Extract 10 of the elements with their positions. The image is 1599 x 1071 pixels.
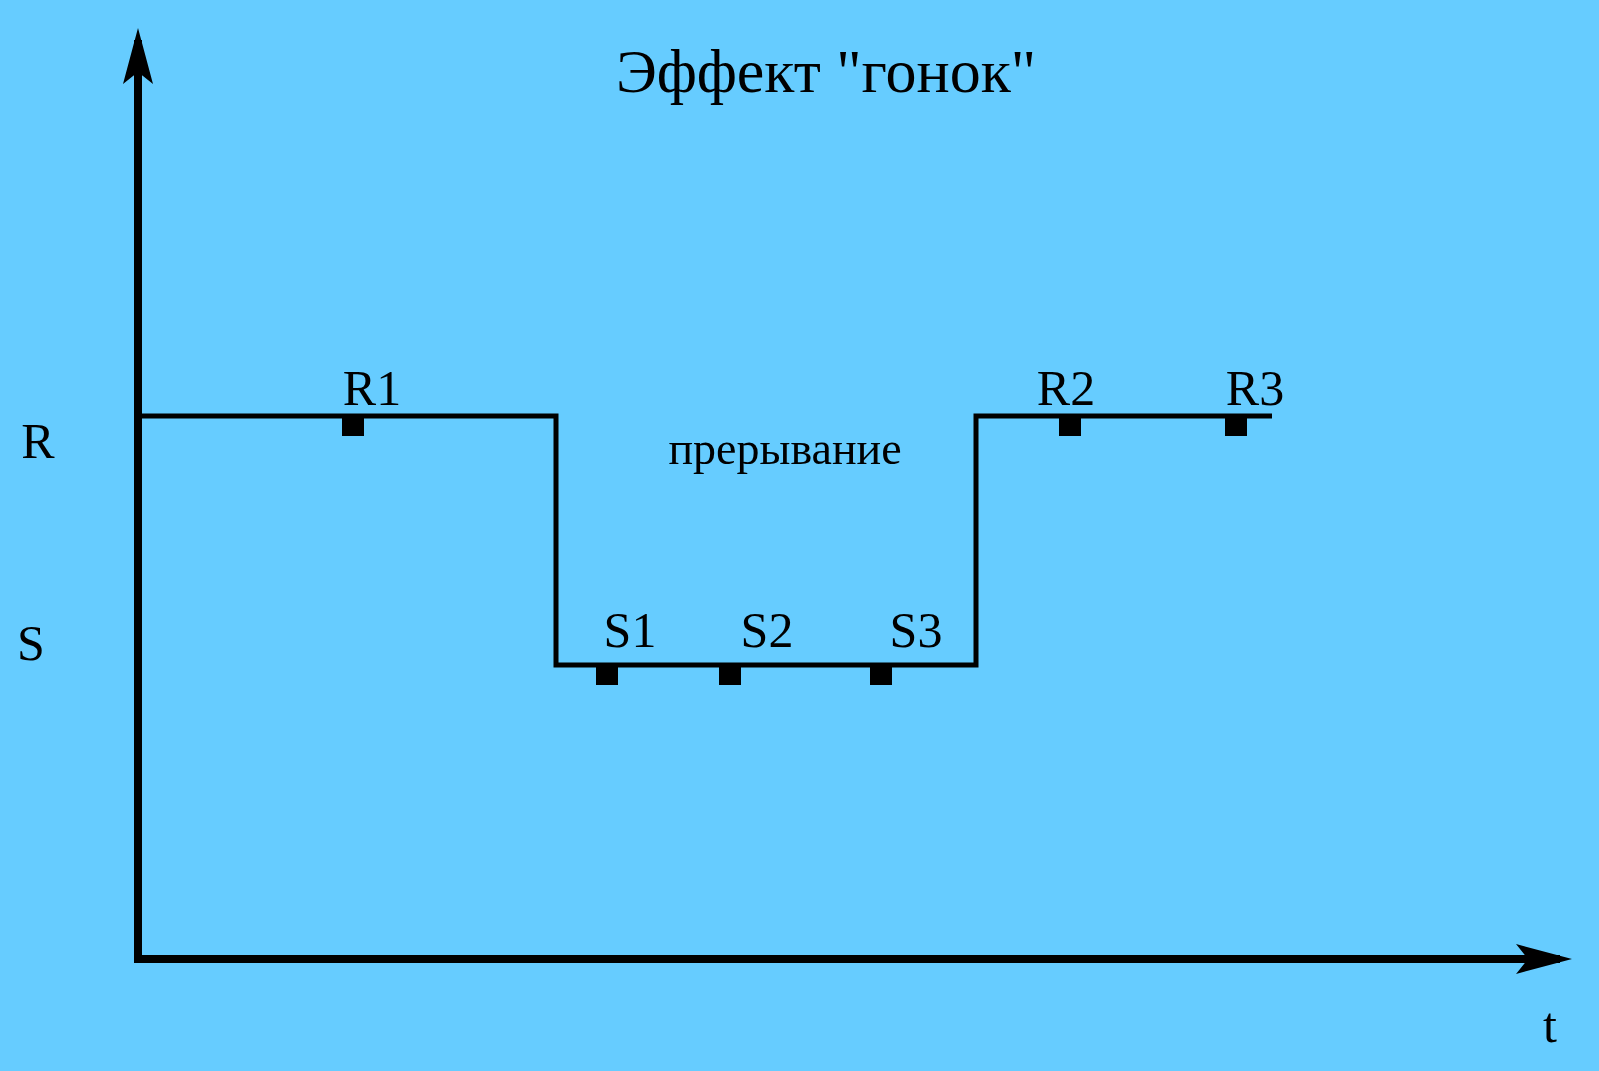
level-label: R bbox=[21, 416, 55, 466]
point-label: R1 bbox=[342, 363, 402, 413]
point-label: R3 bbox=[1225, 363, 1285, 413]
point-label: S1 bbox=[603, 605, 657, 655]
point-label: R2 bbox=[1036, 363, 1096, 413]
axis-label: t bbox=[1543, 1000, 1557, 1050]
point-label: S3 bbox=[889, 605, 943, 655]
level-label: S bbox=[17, 618, 45, 668]
point-label: S2 bbox=[740, 605, 794, 655]
interval-label: прерывание bbox=[668, 426, 902, 472]
